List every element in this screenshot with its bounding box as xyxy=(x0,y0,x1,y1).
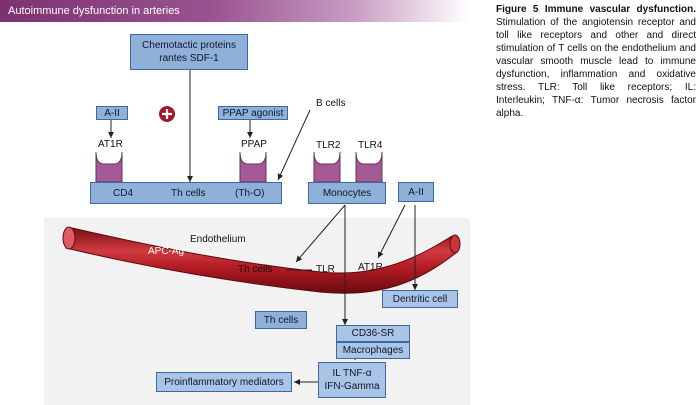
chemotactic-line2: rantes SDF-1 xyxy=(159,53,219,64)
dendritic-cell-box: Dentritic cell xyxy=(382,290,458,308)
vessel-opening-right xyxy=(449,234,461,254)
label-ppap: PPAP xyxy=(241,139,267,150)
ppap-agonist-box: PPAP agonist xyxy=(218,106,288,120)
label-th-cells-vessel: Th cells xyxy=(238,264,273,275)
label-tlr4: TLR4 xyxy=(358,140,383,151)
ifn-line: IFN-Gamma xyxy=(324,381,380,392)
label-tlr2: TLR2 xyxy=(316,140,341,151)
receptor-at1r xyxy=(95,151,123,183)
label-th-cells-bar: Th cells xyxy=(171,187,206,199)
arrow-mono-at1r xyxy=(377,204,406,259)
chemotactic-box: Chemotactic proteins rantes SDF-1 xyxy=(130,34,248,70)
arrow-bcells xyxy=(277,109,311,181)
receptor-ppap xyxy=(239,151,267,183)
a2-box-right: A-II xyxy=(398,182,434,202)
label-tlr-vessel: TLR xyxy=(316,264,335,275)
label-at1r-vessel: AT1R xyxy=(358,262,383,273)
label-at1r-top: AT1R xyxy=(98,139,123,150)
caption-body: Stimulation of the angiotensin receptor … xyxy=(496,17,696,119)
monocytes-box: Monocytes xyxy=(308,182,386,204)
figure-caption: Figure 5 Immune vascular dysfunction. St… xyxy=(496,3,696,120)
arrow-mono-thcells xyxy=(295,204,346,263)
receptor-tlr4 xyxy=(355,151,383,183)
proinflammatory-box: Proinflammatory mediators xyxy=(156,372,292,392)
macrophages-box: Macrophages xyxy=(336,342,410,359)
caption-heading: Figure 5 Immune vascular dysfunction. xyxy=(496,4,696,15)
il-tnf-line: IL TNF-α xyxy=(332,368,372,379)
receptor-tlr2 xyxy=(313,151,341,183)
label-tho: (Th-O) xyxy=(235,187,265,199)
label-endothelium: Endothelium xyxy=(190,234,246,245)
diagram-banner: Autoimmune dysfunction in arteries xyxy=(0,0,470,22)
t-cell-bar: CD4 Th cells (Th-O) xyxy=(90,182,282,204)
chemotactic-line1: Chemotactic proteins xyxy=(142,40,236,51)
vessel-opening-left xyxy=(62,226,76,250)
a2-box-left: A-II xyxy=(96,106,128,120)
il-tnf-box: IL TNF-α IFN-Gamma xyxy=(318,362,386,398)
label-cd4: CD4 xyxy=(113,187,134,199)
label-b-cells: B cells xyxy=(316,98,346,109)
cd36-box: CD36-SR xyxy=(336,325,410,342)
th-cells-box: Th cells xyxy=(255,311,307,329)
blood-vessel xyxy=(65,227,458,294)
label-apc-ag: APC-Ag xyxy=(148,246,185,257)
